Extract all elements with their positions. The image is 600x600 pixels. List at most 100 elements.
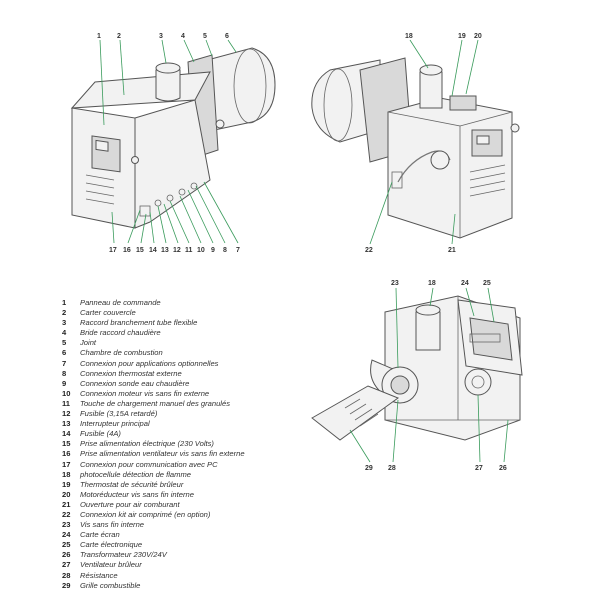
callout-17: 17: [109, 247, 117, 254]
legend-text: Prise alimentation ventilateur vis sans …: [80, 449, 245, 459]
callout-3: 3: [159, 33, 163, 40]
legend-number: 21: [62, 499, 71, 509]
legend-text: Grille combustible: [80, 580, 141, 590]
legend-text: Bride raccord chaudière: [80, 328, 161, 338]
leader-lines-view1: [99, 39, 239, 244]
callout-15: 15: [136, 247, 144, 254]
legend-text: Connexion thermostat externe: [80, 368, 182, 378]
legend-item: 18 photocellule détection de flamme: [62, 470, 362, 480]
legend-text: Connexion moteur vis sans fin externe: [80, 388, 210, 398]
legend-number: 9: [62, 378, 67, 388]
callout-27: 27: [475, 465, 483, 472]
callout-14: 14: [149, 247, 157, 254]
legend-number: 26: [62, 550, 71, 560]
callout-8: 8: [223, 247, 227, 254]
legend-text: Ventilateur brûleur: [80, 560, 142, 570]
legend-number: 5: [62, 338, 67, 348]
legend-text: Thermostat de sécurité brûleur: [80, 479, 184, 489]
legend-text: Panneau de commande: [80, 298, 161, 307]
legend-text: Raccord branchement tube flexible: [80, 318, 198, 328]
legend-text: photocellule détection de flamme: [80, 469, 192, 479]
legend-text: Prise alimentation électrique (230 Volts…: [80, 439, 214, 449]
callout-13: 13: [161, 247, 169, 254]
callout-9: 9: [211, 247, 215, 254]
legend-text: Chambre de combustion: [80, 348, 163, 358]
callout-25: 25: [483, 280, 491, 287]
legend-text: Connexion pour communication avec PC: [80, 459, 218, 469]
view-rear-open: [311, 39, 520, 245]
view-exterior: [70, 39, 276, 244]
legend-number: 25: [62, 540, 71, 550]
legend-number: 3: [62, 318, 67, 328]
legend-text: Vis sans fin interne: [80, 520, 145, 530]
legend-text: Fusible (3,15A retardé): [80, 409, 158, 419]
fuel-grate-drawing: [311, 385, 400, 441]
leader-lines-view3: [349, 287, 509, 463]
legend-item: 15 Prise alimentation électrique (230 Vol…: [62, 439, 362, 449]
legend-text: Interrupteur principal: [80, 419, 150, 429]
flexible-tube-connector-drawing: [155, 69, 181, 102]
legend-item: 10 Connexion moteur vis sans fin externe: [62, 389, 362, 399]
legend-number: 1: [62, 298, 67, 307]
callout-18-bottom: 18: [428, 280, 436, 287]
callout-11: 11: [185, 247, 193, 254]
callout-numbers: 1 2 3 4 5 6 17 16 15 14 13 12 11 10 9 8 …: [97, 33, 507, 472]
callout-18-top: 18: [405, 33, 413, 40]
legend-number: 17: [62, 459, 71, 469]
view-grate-open: [311, 287, 523, 463]
callout-4: 4: [181, 33, 185, 40]
legend-number: 13: [62, 419, 71, 429]
legend-item: 13 Interrupteur principal: [62, 419, 362, 429]
legend-item: 4 Bride raccord chaudière: [62, 328, 362, 338]
callout-1: 1: [97, 33, 101, 40]
callout-22: 22: [365, 247, 373, 254]
legend-item: 17 Connexion pour communication avec PC: [62, 460, 362, 470]
callout-5: 5: [203, 33, 207, 40]
callout-7: 7: [236, 247, 240, 254]
legend-number: 2: [62, 308, 67, 318]
legend-item: 12 Fusible (3,15A retardé): [62, 409, 362, 419]
callout-23: 23: [391, 280, 399, 287]
callout-24: 24: [461, 280, 469, 287]
callout-16: 16: [123, 247, 131, 254]
legend-number: 15: [62, 439, 71, 449]
burner-fan-drawing: [464, 368, 492, 396]
legend-item: 7 Connexion pour applications optionnelle…: [62, 359, 362, 369]
callout-21: 21: [448, 247, 456, 254]
legend-number: 19: [62, 479, 71, 489]
legend-number: 4: [62, 328, 67, 338]
legend-number: 20: [62, 489, 71, 499]
legend-number: 23: [62, 520, 71, 530]
legend-item: 19 Thermostat de sécurité brûleur: [62, 480, 362, 490]
legend-number: 24: [62, 530, 71, 540]
legend-item: 3 Raccord branchement tube flexible: [62, 318, 362, 328]
legend-item: 16 Prise alimentation ventilateur vis san…: [62, 449, 362, 459]
legend-number: 7: [62, 358, 67, 368]
legend-number: 16: [62, 449, 71, 459]
legend-number: 18: [62, 469, 71, 479]
legend-number: 12: [62, 409, 71, 419]
legend-number: 28: [62, 570, 71, 580]
legend-number: 10: [62, 388, 71, 398]
legend-text: Touche de chargement manuel des granulés: [80, 398, 231, 408]
callout-20: 20: [474, 33, 482, 40]
legend-item: 23 Vis sans fin interne: [62, 520, 362, 530]
legend-text: Connexion pour applications optionnelles: [80, 358, 219, 368]
legend-text: Transformateur 230V/24V: [80, 550, 167, 560]
callout-2: 2: [117, 33, 121, 40]
